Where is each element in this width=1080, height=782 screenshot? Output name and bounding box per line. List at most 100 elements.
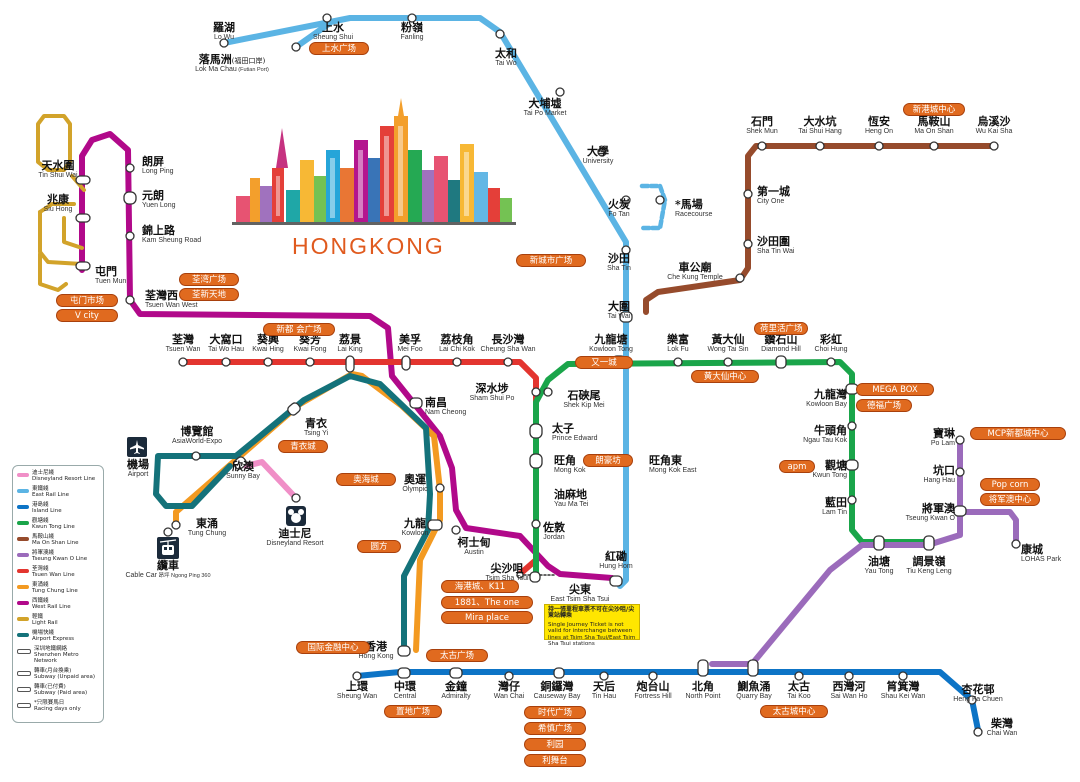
station-name-en: Kwai Hing (252, 345, 284, 353)
station-name-en: Sha Tin (607, 264, 631, 272)
station-name-zh: 杏花邨 (961, 683, 995, 696)
station-name-en: Fanling (400, 33, 424, 41)
station-name-en: Lok Fu (667, 345, 689, 353)
station-name-zh: 柯士甸 (457, 536, 491, 549)
station-name-zh: 欣澳 (231, 460, 254, 473)
station-name-zh: 佐敦 (543, 521, 565, 534)
mall-tag-the-one: 1881、The one (441, 596, 533, 609)
station-name-zh: 銅鑼灣 (540, 680, 574, 693)
station-name-en: Tai Shui Hang (798, 127, 842, 135)
station-name-en: Austin (464, 548, 484, 556)
station-lok-ma-chau[interactable]: 落馬洲(福田口岸)Lok Ma Chau (Futian Port) (195, 54, 269, 73)
station-name-en: Admiralty (441, 692, 471, 700)
station-name-zh: 油麻地 (554, 488, 587, 501)
